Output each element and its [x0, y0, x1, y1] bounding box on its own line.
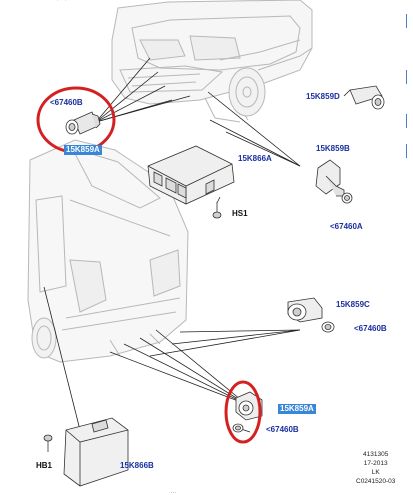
callout-circle-rear: [224, 380, 262, 444]
sensor-front-left-drawing: [65, 111, 101, 135]
front-vehicle: [111, 0, 313, 123]
stamp-line-2: 17-2013: [363, 460, 388, 467]
cropped-top-caption: (…) …: [56, 0, 77, 1]
sensor-front-right-drawing: [343, 85, 385, 110]
bezel-label-front-left: <67460B: [50, 98, 83, 107]
drawing-stamp: 4131305 17-2013 LK C0241520-03: [356, 450, 395, 486]
part-label-rear-side-sensor: 15K859B: [316, 144, 350, 153]
part-label-rear-c-sensor: 15K859C: [336, 300, 370, 309]
bezel-label-rear-left: <67460B: [266, 425, 299, 434]
part-label-front-left-sensor: 15K859A: [64, 145, 102, 155]
part-label-front-module: 15K866A: [238, 154, 272, 163]
edge-mark: [406, 114, 413, 128]
sensor-rear-left-drawing: [232, 391, 263, 433]
module-rear-drawing: [43, 417, 129, 487]
sensor-rear-c-drawing: [287, 297, 335, 333]
part-label-front-right-sensor: 15K859D: [306, 92, 340, 101]
edge-mark: [406, 14, 413, 28]
edge-mark: [406, 70, 413, 84]
stamp-line-3: LK: [371, 469, 380, 476]
bezel-label-rear-b: <67460A: [330, 222, 363, 231]
module-front-drawing: [147, 145, 235, 219]
screw-label-front: HS1: [232, 209, 248, 218]
screw-label-rear: HB1: [36, 461, 53, 470]
stamp-line-1: 4131305: [363, 451, 389, 458]
sensor-rear-side-drawing: [315, 159, 353, 204]
cropped-bottom-caption: …: [170, 488, 177, 495]
edge-mark: [406, 144, 413, 158]
stamp-line-4: C0241520-03: [356, 478, 396, 485]
leader-lines: [43, 57, 301, 433]
rear-vehicle: [27, 139, 189, 363]
part-label-rear-module: 15K866B: [120, 461, 154, 470]
bezel-label-rear-c: <67460B: [354, 324, 387, 333]
part-label-rear-left-sensor: 15K859A: [278, 404, 316, 414]
